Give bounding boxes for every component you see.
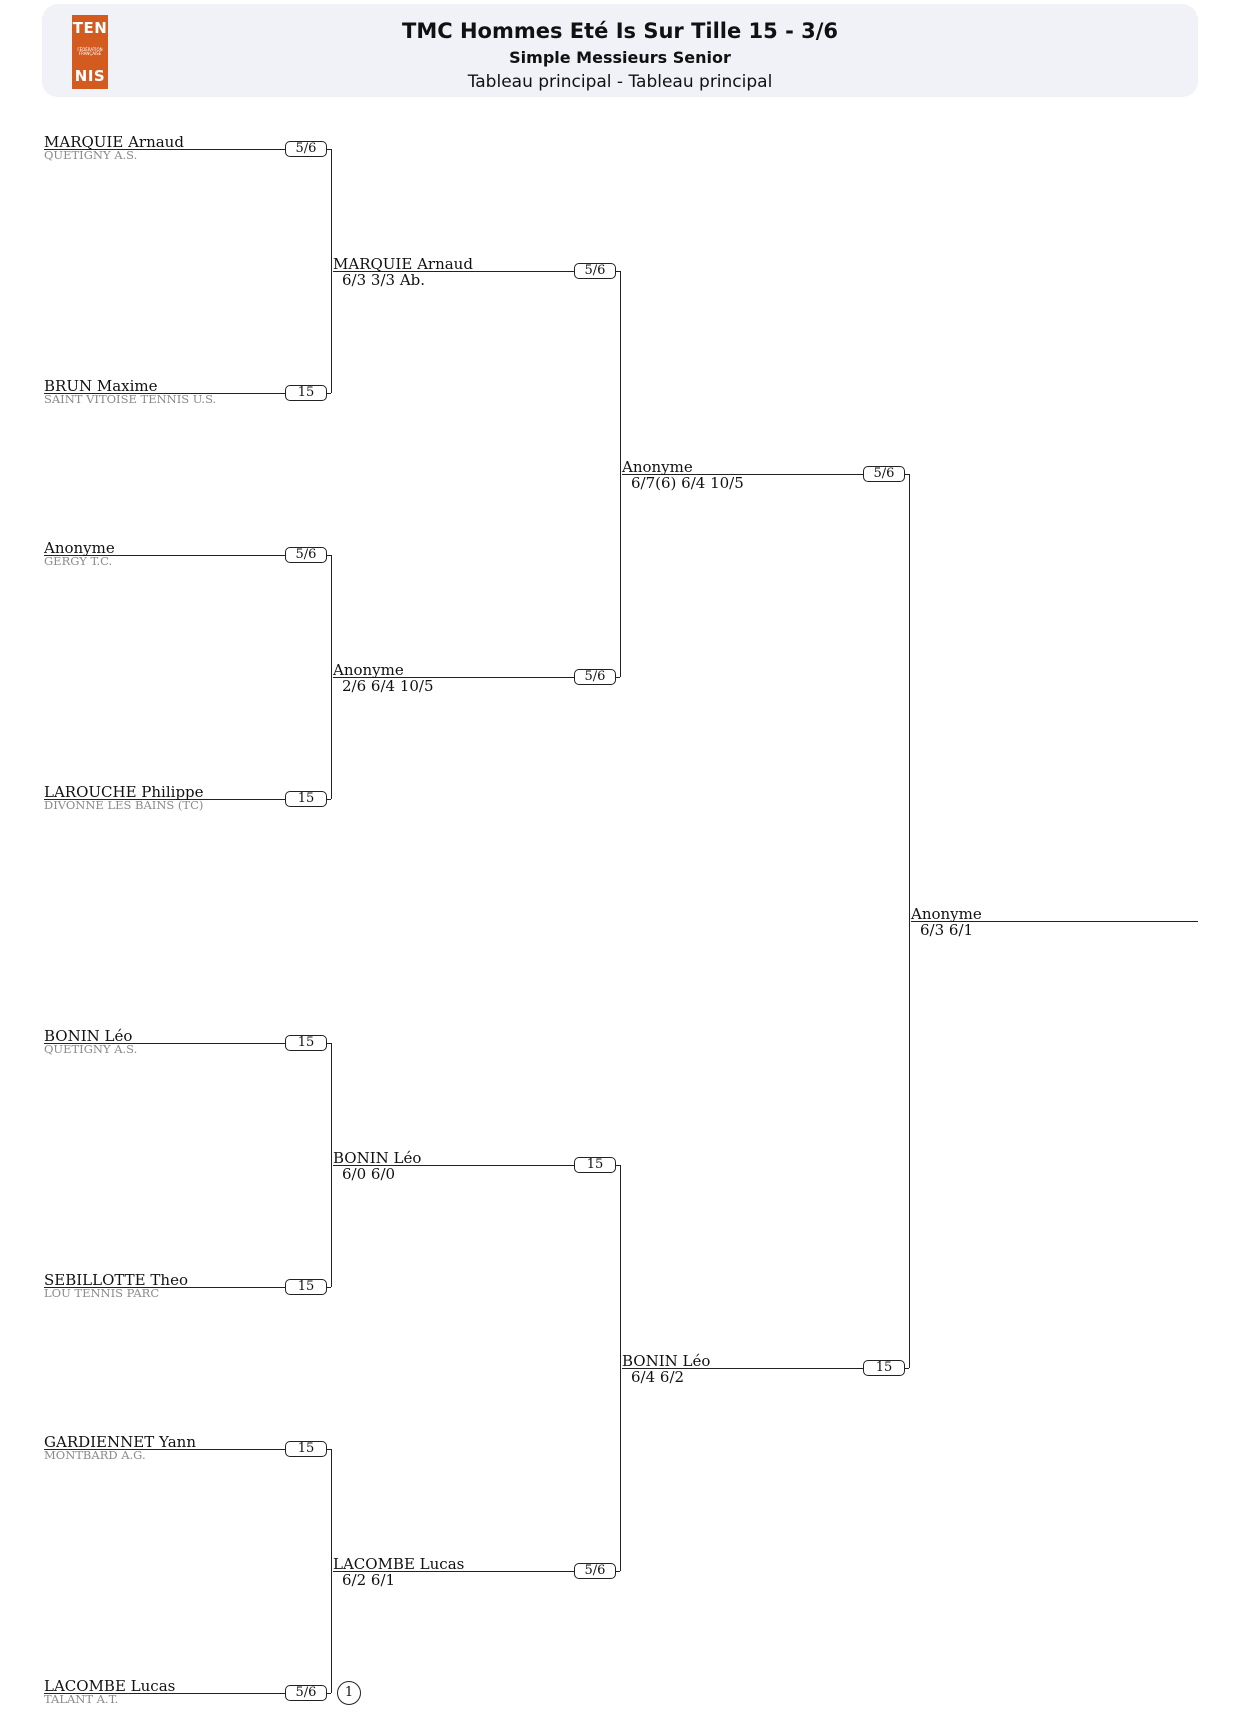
winner-ranking-badge: 5/6 (574, 263, 616, 279)
champion-name: Anonyme (911, 905, 982, 923)
player-name: BONIN Léo (44, 1027, 133, 1045)
player-club: LOU TENNIS PARC (44, 1286, 160, 1300)
player-ranking-badge: 5/6 (285, 141, 327, 157)
logo-text-top: TEN (72, 19, 108, 37)
winner-name: LACOMBE Lucas (333, 1555, 465, 1573)
player-ranking-badge: 15 (285, 1441, 327, 1457)
player-line (44, 798, 285, 800)
winner-line (622, 1367, 863, 1369)
bracket-connector (330, 555, 332, 799)
match-score: 6/3 3/3 Ab. (342, 271, 426, 289)
player-ranking-badge: 15 (285, 1035, 327, 1051)
connector-stub (327, 798, 331, 800)
connector-stub (327, 1692, 331, 1694)
page-title: TMC Hommes Eté Is Sur Tille 15 - 3/6 (402, 19, 838, 43)
player-ranking-badge: 15 (285, 791, 327, 807)
connector-stub (327, 392, 331, 394)
winner-ranking-badge: 15 (863, 1360, 905, 1376)
winner-ranking-badge: 5/6 (574, 1563, 616, 1579)
logo-text-bottom: NIS (74, 67, 106, 85)
connector-stub (616, 676, 620, 678)
player-name: Anonyme (44, 539, 115, 557)
player-club: MONTBARD A.G. (44, 1448, 146, 1462)
player-club: GERGY T.C. (44, 554, 113, 568)
connector-stub (327, 148, 331, 150)
connector-stub (327, 1042, 331, 1044)
player-line (44, 148, 285, 150)
winner-ranking-badge: 15 (574, 1157, 616, 1173)
player-line (44, 1286, 285, 1288)
winner-line (333, 1570, 574, 1572)
connector-stub (327, 1448, 331, 1450)
fft-tennis-logo: TEN FÉDÉRATION FRANÇAISE NIS (72, 15, 108, 89)
final-score: 6/3 6/1 (920, 921, 974, 939)
bracket-connector (619, 1165, 621, 1571)
winner-ranking-badge: 5/6 (574, 669, 616, 685)
logo-text-mid: FÉDÉRATION FRANÇAISE (77, 47, 103, 56)
draw-name: Tableau principal - Tableau principal (467, 72, 773, 92)
player-name: LACOMBE Lucas (44, 1677, 176, 1695)
winner-line (333, 676, 574, 678)
connector-stub (616, 270, 620, 272)
connector-stub (327, 1286, 331, 1288)
player-line (44, 1042, 285, 1044)
header-banner: TEN FÉDÉRATION FRANÇAISE NIS TMC Hommes … (42, 4, 1198, 97)
winner-name: MARQUIE Arnaud (333, 255, 473, 273)
player-name: LAROUCHE Philippe (44, 783, 204, 801)
player-line (44, 1448, 285, 1450)
player-club: QUETIGNY A.S. (44, 148, 138, 162)
player-club: DIVONNE LES BAINS (TC) (44, 798, 204, 812)
match-score: 6/7(6) 6/4 10/5 (631, 474, 744, 492)
player-ranking-badge: 5/6 (285, 547, 327, 563)
winner-ranking-badge: 5/6 (863, 466, 905, 482)
player-ranking-badge: 5/6 (285, 1685, 327, 1701)
connector-stub (616, 1570, 620, 1572)
player-name: GARDIENNET Yann (44, 1433, 196, 1451)
player-line (44, 392, 285, 394)
page-subtitle: Simple Messieurs Senior (509, 48, 731, 67)
player-line (44, 1692, 285, 1694)
winner-name: Anonyme (622, 458, 693, 476)
connector-stub (327, 554, 331, 556)
player-name: MARQUIE Arnaud (44, 133, 184, 151)
player-club: TALANT A.T. (44, 1692, 119, 1706)
bracket-connector (330, 149, 332, 393)
seed-badge: 1 (337, 1681, 361, 1705)
connector-stub (905, 473, 909, 475)
connector-stub (616, 1164, 620, 1166)
winner-line (622, 473, 863, 475)
bracket-connector (330, 1043, 332, 1287)
player-club: QUETIGNY A.S. (44, 1042, 138, 1056)
match-score: 2/6 6/4 10/5 (342, 677, 434, 695)
bracket-connector (908, 474, 910, 1368)
winner-line (333, 1164, 574, 1166)
winner-name: BONIN Léo (333, 1149, 422, 1167)
champion-line (911, 920, 1198, 922)
connector-stub (905, 1367, 909, 1369)
winner-name: Anonyme (333, 661, 404, 679)
winner-name: BONIN Léo (622, 1352, 711, 1370)
player-club: SAINT VITOISE TENNIS U.S. (44, 392, 217, 406)
match-score: 6/4 6/2 (631, 1368, 685, 1386)
player-ranking-badge: 15 (285, 385, 327, 401)
bracket-connector (619, 271, 621, 677)
player-name: SEBILLOTTE Theo (44, 1271, 188, 1289)
match-score: 6/0 6/0 (342, 1165, 396, 1183)
bracket-connector (330, 1449, 332, 1693)
player-line (44, 554, 285, 556)
player-name: BRUN Maxime (44, 377, 158, 395)
match-score: 6/2 6/1 (342, 1571, 396, 1589)
player-ranking-badge: 15 (285, 1279, 327, 1295)
winner-line (333, 270, 574, 272)
